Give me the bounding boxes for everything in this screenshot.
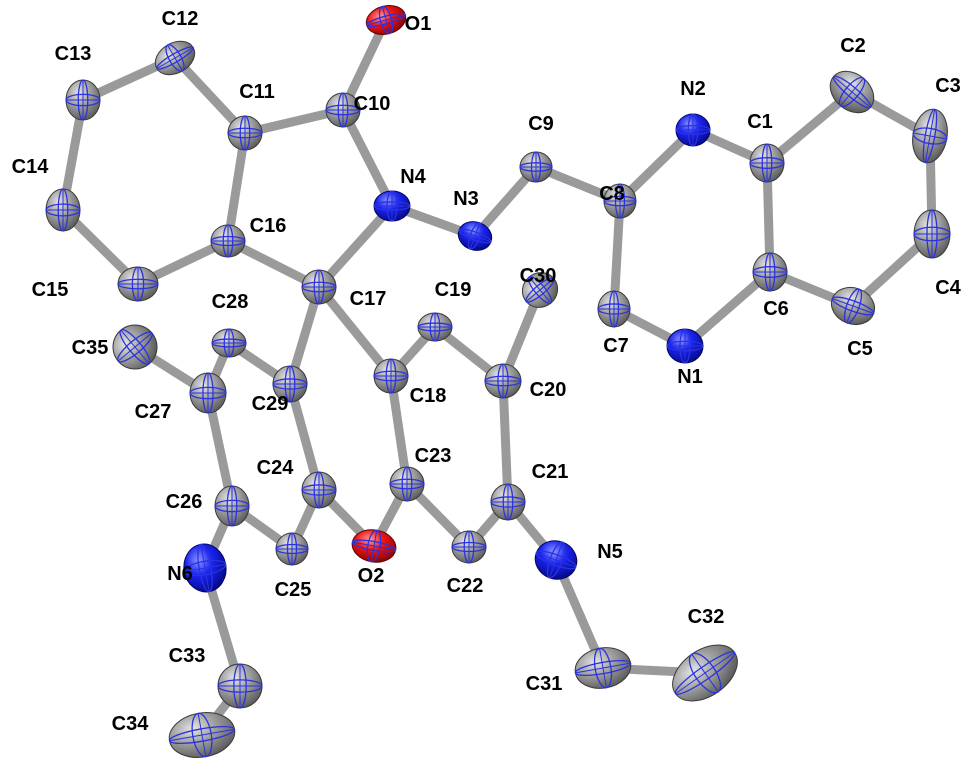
atom-C34 [168, 712, 236, 758]
atom-C22 [451, 530, 487, 564]
atom-label-C21: C21 [532, 461, 569, 483]
atom-label-C16: C16 [250, 215, 287, 237]
atom-label-C34: C34 [112, 713, 150, 735]
atom-O2 [351, 529, 397, 563]
atom-C16 [210, 224, 246, 258]
atom-N2 [675, 113, 711, 147]
atom-C21 [490, 483, 526, 521]
atom-C27 [189, 372, 227, 414]
atom-C1 [749, 143, 785, 183]
atom-label-C8: C8 [599, 183, 625, 205]
bond-C10-N4 [338, 105, 397, 211]
atom-label-C23: C23 [415, 445, 452, 467]
atom-C11 [227, 115, 263, 151]
atom-label-C5: C5 [847, 338, 873, 360]
atom-C25 [275, 532, 309, 566]
atom-C35 [112, 324, 158, 370]
atom-C17 [301, 269, 337, 305]
atom-C18 [373, 358, 409, 394]
bond-C20-C21 [498, 376, 513, 507]
atom-label-N3: N3 [453, 188, 479, 210]
atom-label-N2: N2 [680, 78, 706, 100]
atom-N4 [373, 190, 411, 222]
atom-label-C14: C14 [12, 156, 50, 178]
atom-C24 [301, 471, 337, 509]
atom-N1 [666, 328, 704, 364]
atom-label-C32: C32 [688, 606, 725, 628]
atom-label-O2: O2 [358, 565, 385, 587]
atom-C15 [117, 266, 159, 302]
atom-label-C24: C24 [257, 457, 295, 479]
atom-label-C10: C10 [354, 93, 391, 115]
atom-label-C25: C25 [275, 579, 312, 601]
atom-C14 [45, 188, 81, 232]
atom-label-C17: C17 [350, 288, 387, 310]
atom-C19 [417, 312, 453, 342]
atom-O1 [365, 5, 407, 35]
bond-N1-C6 [680, 267, 775, 351]
atom-C8 [603, 183, 637, 219]
atom-C30 [521, 272, 559, 308]
atom-label-C7: C7 [603, 335, 629, 357]
atom-label-N5: N5 [597, 541, 623, 563]
bond-N4-C17 [314, 201, 397, 292]
atom-label-C13: C13 [55, 43, 92, 65]
atom-C5 [830, 286, 876, 326]
atom-C7 [597, 290, 631, 328]
atom-C3 [912, 108, 948, 164]
atom-C4 [913, 209, 951, 259]
atom-N6 [183, 543, 227, 593]
atom-label-C22: C22 [447, 575, 484, 597]
atom-label-C30: C30 [520, 265, 557, 287]
atom-label-C27: C27 [135, 401, 172, 423]
atom-C23 [389, 466, 425, 502]
bond-C16-C11 [223, 128, 250, 246]
atom-C12 [154, 40, 196, 76]
atom-C33 [217, 663, 263, 709]
atom-label-C11: C11 [239, 81, 275, 103]
bond-C23-C18 [386, 371, 412, 489]
atom-label-C28: C28 [212, 291, 249, 313]
atom-label-C12: C12 [162, 8, 199, 30]
atom-label-N1: N1 [677, 366, 703, 388]
atom-C10 [325, 92, 361, 128]
bond-C17-C18 [314, 282, 396, 381]
atom-label-C6: C6 [763, 298, 789, 320]
atom-label-C33: C33 [169, 645, 206, 667]
atom-C26 [214, 485, 250, 527]
atom-layer [45, 5, 951, 758]
atom-C2 [829, 70, 875, 114]
atom-label-C20: C20 [530, 379, 567, 401]
atom-label-C26: C26 [166, 491, 203, 513]
atom-label-C29: C29 [252, 393, 289, 415]
atom-label-C18: C18 [410, 385, 447, 407]
atom-label-C31: C31 [526, 673, 563, 695]
atom-C32 [672, 644, 738, 702]
atom-label-C35: C35 [72, 337, 109, 359]
atom-N5 [534, 540, 578, 580]
atom-label-C9: C9 [528, 113, 554, 135]
atom-C28 [211, 328, 247, 358]
atom-C9 [519, 151, 553, 183]
atom-N3 [457, 221, 493, 251]
atom-label-C4: C4 [935, 277, 961, 299]
atom-C20 [484, 363, 522, 399]
atom-label-C2: C2 [840, 35, 866, 57]
atom-label-N6: N6 [167, 563, 193, 585]
atom-label-N4: N4 [400, 166, 426, 188]
atom-C6 [752, 252, 788, 292]
atom-label-O1: O1 [405, 13, 432, 35]
atom-label-C15: C15 [32, 279, 69, 301]
atom-label-C1: C1 [747, 111, 773, 133]
atom-label-C19: C19 [435, 279, 472, 301]
atom-label-C3: C3 [935, 75, 961, 97]
atom-C13 [65, 79, 101, 121]
atom-C29 [272, 365, 308, 403]
atom-C31 [574, 647, 632, 689]
